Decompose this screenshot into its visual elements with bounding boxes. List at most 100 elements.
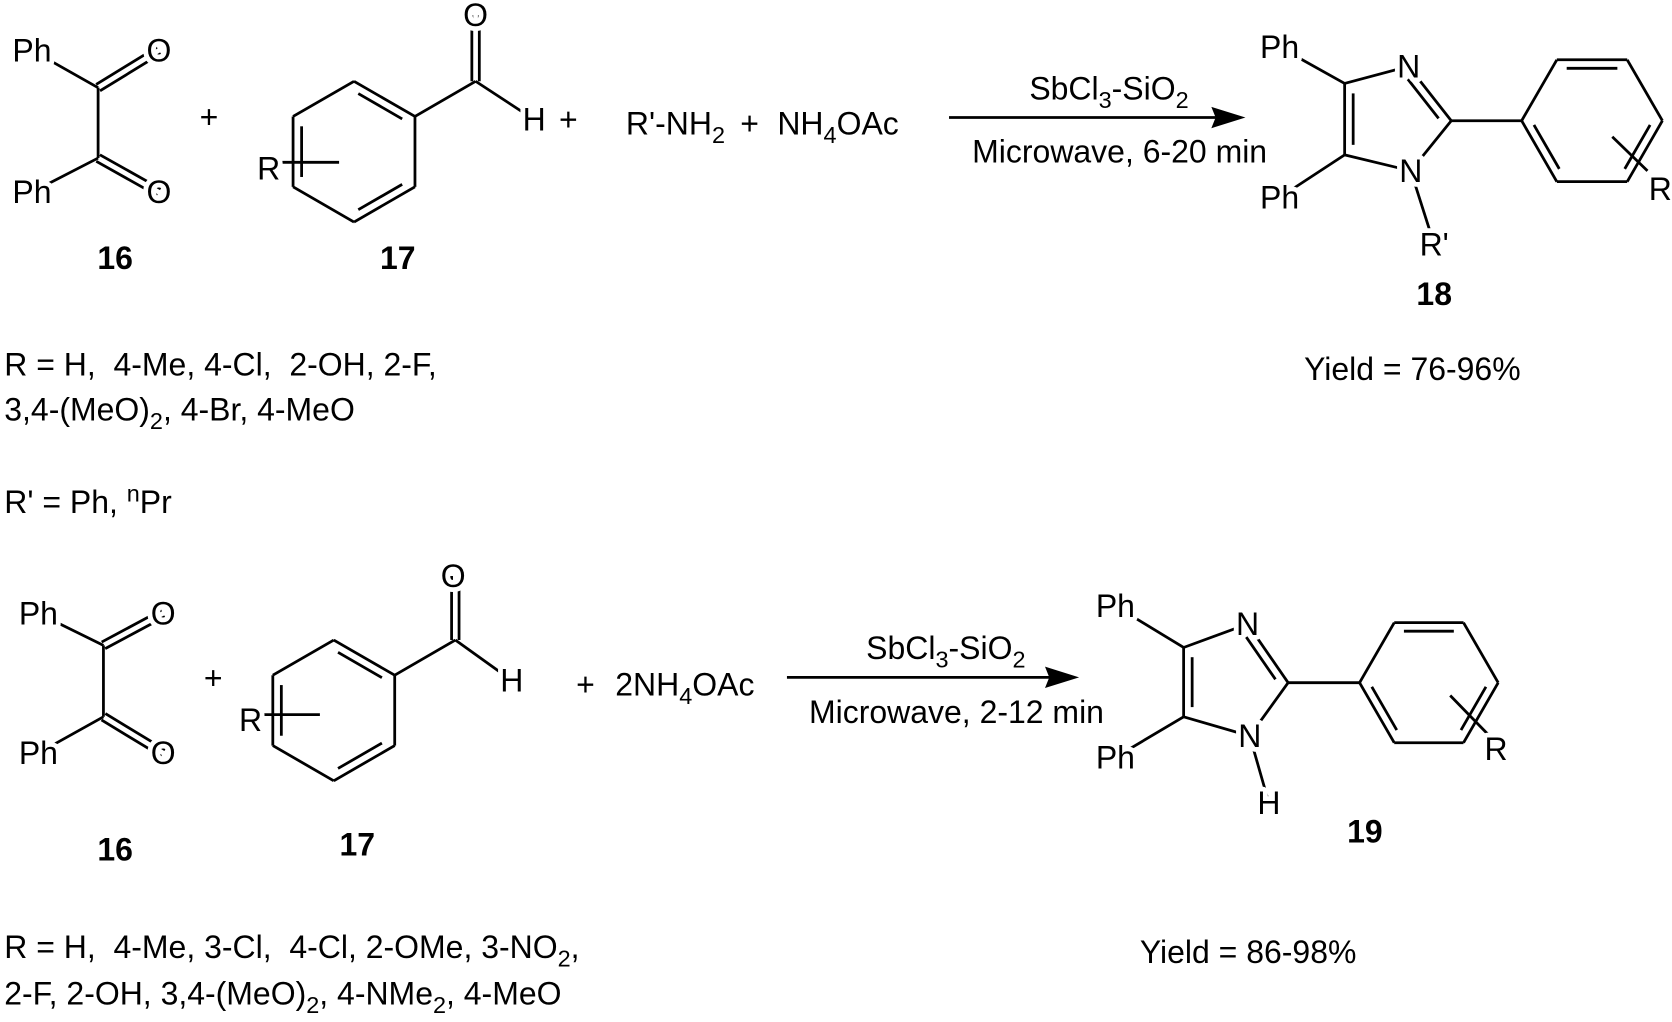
double-bond-line bbox=[1532, 124, 1561, 170]
benzil-16: Ph O Ph O 16 bbox=[8, 28, 176, 276]
bond-line bbox=[454, 638, 513, 682]
bond-line bbox=[272, 638, 335, 677]
amine-reagent: R'-NH2 bbox=[626, 106, 725, 149]
bond-line bbox=[1114, 715, 1185, 759]
atom-label-n: N bbox=[1399, 153, 1422, 189]
atom-label-ph: Ph bbox=[1260, 180, 1299, 216]
imidazole-product-18: Ph Ph N N R' R 18 bbox=[1255, 24, 1672, 312]
substituent-r: R bbox=[1649, 171, 1672, 207]
compound-label: 16 bbox=[97, 240, 133, 276]
substituent-r: R bbox=[1485, 731, 1508, 767]
bond-line bbox=[272, 744, 335, 782]
plus-sign: + bbox=[204, 660, 223, 696]
bond-line bbox=[1344, 153, 1412, 173]
bond-line bbox=[1409, 119, 1453, 172]
arrow-head-icon bbox=[1045, 666, 1080, 689]
double-bond-line bbox=[104, 615, 166, 650]
bond-line bbox=[353, 80, 416, 118]
atom-label-n: N bbox=[1397, 48, 1420, 84]
bond-line bbox=[474, 80, 535, 121]
double-bond-line bbox=[95, 45, 158, 86]
bond-line bbox=[1409, 170, 1436, 245]
bond-line bbox=[333, 744, 396, 782]
double-bond-line bbox=[357, 183, 403, 211]
bond-layer bbox=[31, 15, 1664, 804]
conditions-label: Microwave, 2-12 min bbox=[809, 694, 1104, 730]
benzil-16: Ph O Ph O 16 bbox=[14, 591, 180, 868]
bond-line bbox=[1246, 623, 1290, 684]
bond-line bbox=[1520, 59, 1559, 122]
compound-label: 19 bbox=[1347, 814, 1383, 850]
bond-line bbox=[353, 185, 416, 224]
bond-line bbox=[31, 156, 99, 194]
compound-label: 17 bbox=[339, 826, 375, 862]
double-bond-line bbox=[100, 718, 162, 758]
bond-line bbox=[394, 638, 457, 677]
bond-line bbox=[1358, 681, 1396, 744]
double-bond-line bbox=[357, 92, 403, 121]
bond-line bbox=[1248, 681, 1290, 737]
double-bond-line bbox=[337, 651, 383, 679]
imidazole-product-19: Ph Ph N N H R 19 bbox=[1091, 583, 1512, 850]
bond-line bbox=[37, 612, 105, 647]
benzaldehyde-17: O H R 17 bbox=[252, 0, 550, 276]
yield-label: Yield = 76-96% bbox=[1304, 351, 1521, 387]
atom-label-o: O bbox=[146, 32, 171, 68]
r-substituent-list: 2-F, 2-OH, 3,4-(MeO)2, 4-NMe2, 4-MeO bbox=[4, 976, 561, 1019]
scheme-1: Ph O Ph O 16 + O H R 17 + R'-NH2 + NH4OA… bbox=[4, 0, 1672, 520]
bond-line bbox=[333, 638, 396, 677]
double-bond-line bbox=[1406, 78, 1440, 120]
double-bond-line bbox=[337, 741, 383, 770]
plus-sign: + bbox=[576, 666, 595, 702]
double-bond-line bbox=[1623, 124, 1652, 170]
atom-label-o: O bbox=[151, 735, 176, 771]
atom-label-o: O bbox=[146, 174, 171, 210]
bond-line bbox=[1114, 604, 1185, 649]
bond-line bbox=[1462, 681, 1500, 744]
atom-label-o: O bbox=[463, 0, 488, 33]
bond-line bbox=[1462, 621, 1500, 684]
bond-line bbox=[1183, 715, 1251, 738]
bond-line bbox=[1358, 621, 1396, 684]
scheme-2: Ph O Ph O 16 + O H R 17 + 2NH4OAc SbCl3-… bbox=[4, 553, 1512, 1019]
bond-line bbox=[414, 80, 477, 118]
substituent-r: R bbox=[239, 702, 262, 738]
bond-line bbox=[37, 715, 105, 755]
double-bond-line bbox=[1459, 686, 1488, 731]
double-bond-line bbox=[1245, 636, 1277, 681]
double-bond-line bbox=[104, 712, 166, 752]
r-substituent-list: R = H, 4-Me, 4-Cl, 2-OH, 2-F, bbox=[4, 347, 437, 383]
atom-label-h: H bbox=[523, 102, 546, 138]
atom-label-n: N bbox=[1238, 718, 1261, 754]
atom-label-n: N bbox=[1236, 606, 1259, 642]
compound-label: 18 bbox=[1416, 276, 1452, 312]
reaction-arrow bbox=[949, 106, 1246, 129]
substituent-bond bbox=[1449, 694, 1489, 735]
substituent-bond bbox=[1611, 135, 1649, 172]
bond-line bbox=[31, 49, 99, 89]
atom-label-ph: Ph bbox=[1096, 588, 1135, 624]
atom-label-ph: Ph bbox=[19, 595, 58, 631]
r-prime-substituent-list: R' = Ph, nPr bbox=[4, 480, 172, 520]
bond-line bbox=[1183, 622, 1249, 649]
atom-label-ph: Ph bbox=[12, 32, 51, 68]
yield-label: Yield = 86-98% bbox=[1140, 934, 1357, 970]
compound-label: 16 bbox=[97, 832, 133, 868]
catalyst-label: SbCl3-SiO2 bbox=[1029, 70, 1188, 113]
benzaldehyde-17: O H R 17 bbox=[234, 553, 528, 862]
atom-label-h: H bbox=[1257, 785, 1280, 821]
bond-line bbox=[1520, 120, 1559, 183]
ammonium-acetate: NH4OAc bbox=[777, 106, 898, 149]
plus-sign: + bbox=[200, 99, 219, 135]
bond-line bbox=[1626, 59, 1664, 122]
bond-line bbox=[292, 80, 355, 118]
bond-line bbox=[1626, 120, 1664, 183]
atom-label-ph: Ph bbox=[19, 735, 58, 771]
atom-label-o: O bbox=[151, 595, 176, 631]
atom-label-ph: Ph bbox=[1096, 739, 1135, 775]
atom-label-o: O bbox=[441, 558, 466, 594]
double-bond-line bbox=[95, 160, 158, 197]
atom-label-ph: Ph bbox=[12, 174, 51, 210]
double-bond-line bbox=[99, 153, 162, 191]
arrow-head-icon bbox=[1211, 106, 1246, 129]
